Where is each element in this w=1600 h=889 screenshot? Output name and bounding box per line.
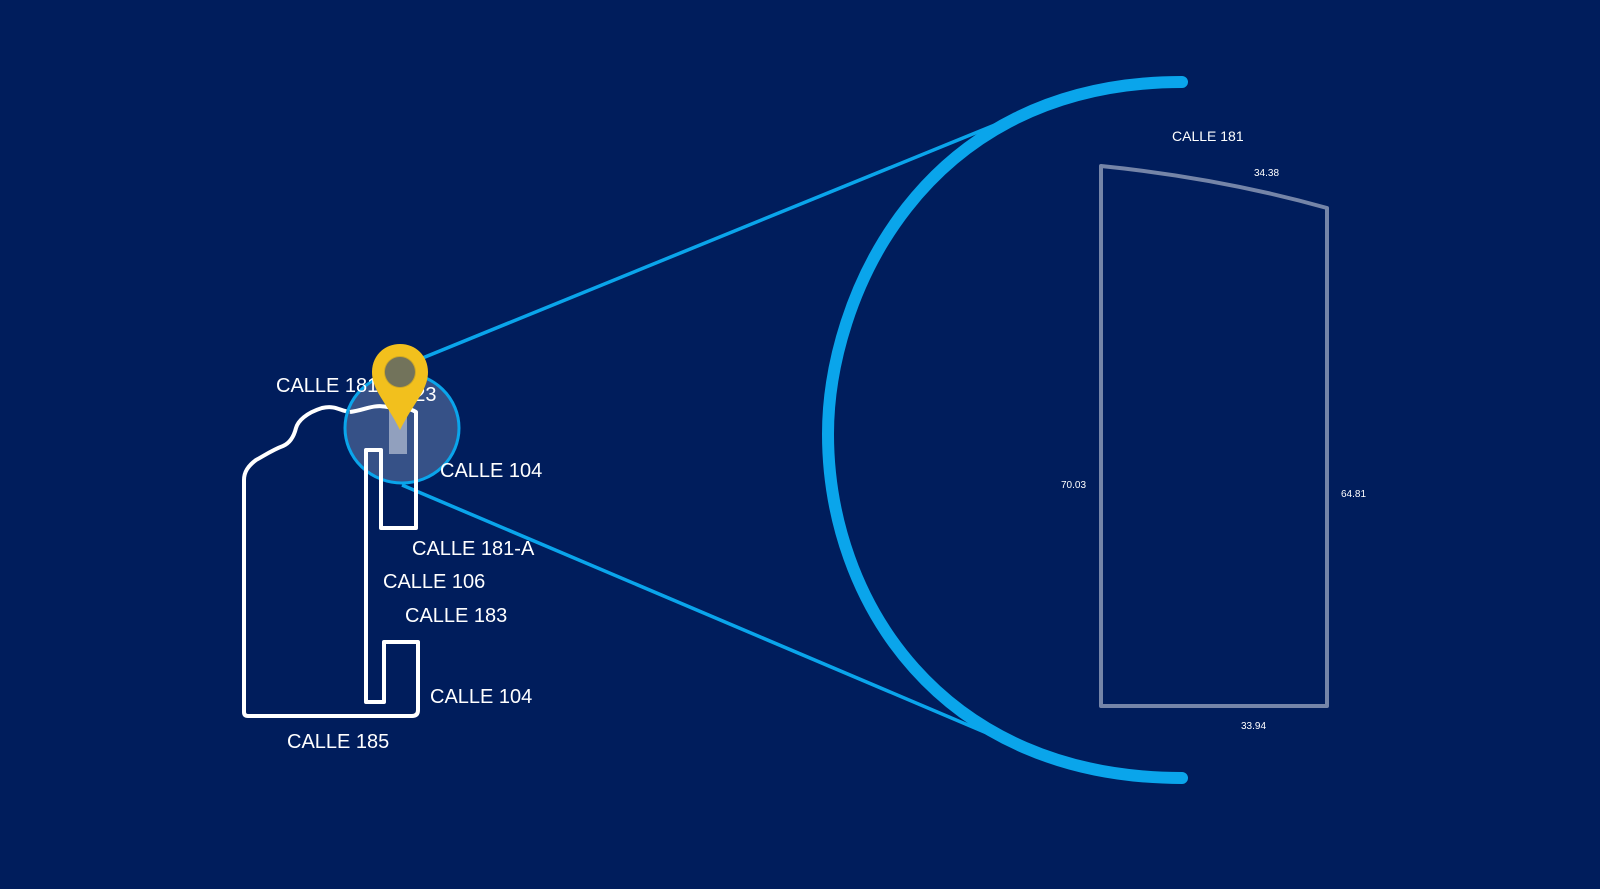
zoom-projection-lines: [397, 116, 1013, 744]
zoom-line-top: [397, 116, 1013, 370]
lot-detail-outline: [1099, 164, 1329, 708]
zoom-line-bottom: [401, 483, 1009, 744]
lot-dimension-top: 34.38: [1254, 168, 1279, 179]
lot-detail-street-label: CALLE 181: [1172, 128, 1244, 144]
block-outline: [242, 404, 420, 718]
lot-dimension-bottom: 33.94: [1241, 721, 1266, 732]
street-label-calle-185: CALLE 185: [287, 731, 389, 753]
street-label-calle-183: CALLE 183: [405, 605, 507, 627]
map-pin-icon: [372, 344, 428, 430]
lot-dimension-left: 70.03: [1061, 480, 1086, 491]
detail-arc: [821, 76, 1188, 784]
lot-dimension-right: 64.81: [1341, 489, 1366, 500]
street-label-calle-104-bottom: CALLE 104: [430, 686, 532, 708]
street-label-calle-106: CALLE 106: [383, 571, 485, 593]
lot-detail: CALLE 181 34.38 70.03 64.81 33.94: [1061, 128, 1366, 732]
street-label-calle-104-top: CALLE 104: [440, 460, 542, 482]
map-street-labels: CALLE 181 1523 CALLE 104 CALLE 181-A CAL…: [276, 375, 542, 753]
block-map: [242, 404, 420, 718]
street-label-calle-181: CALLE 181: [276, 375, 378, 397]
street-label-calle-181a: CALLE 181-A: [412, 538, 535, 560]
